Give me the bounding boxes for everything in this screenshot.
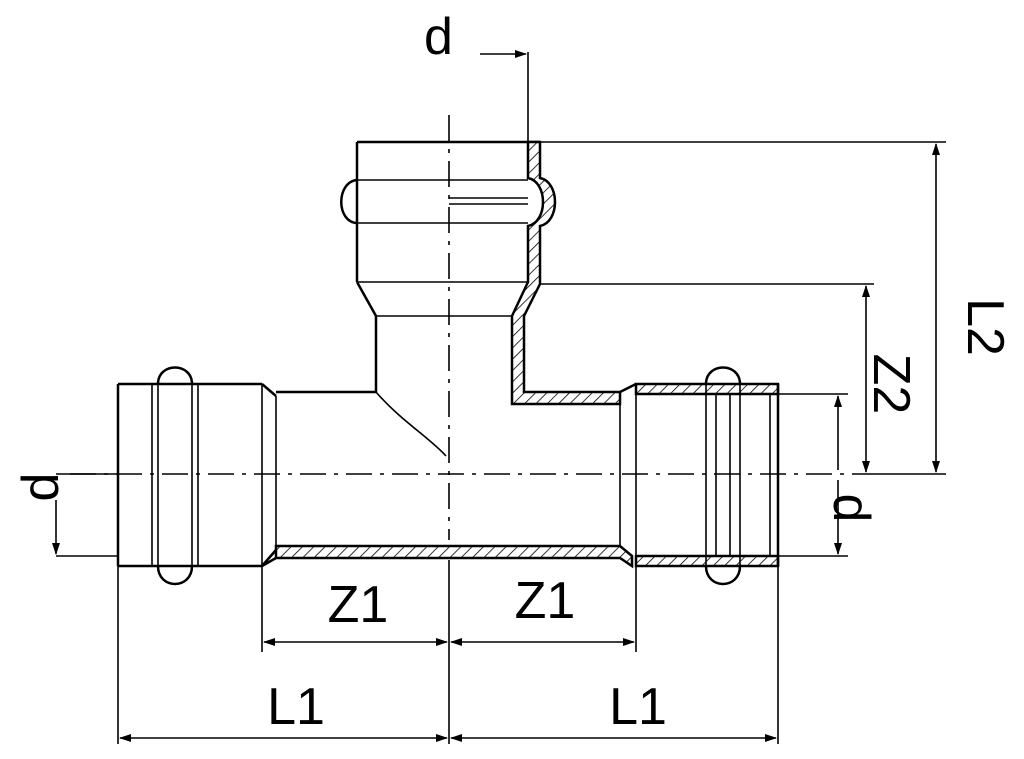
label-l1-right: L1 — [609, 678, 667, 736]
label-z1-left: Z1 — [328, 576, 389, 634]
right-top-wall — [634, 382, 780, 396]
label-l1-left: L1 — [267, 678, 325, 736]
label-z2: Z2 — [862, 354, 920, 415]
right-bottom-wall — [634, 554, 780, 568]
label-d-top: d — [424, 8, 453, 66]
main-run — [116, 366, 780, 586]
label-d-left: d — [12, 473, 70, 502]
label-l2: L2 — [956, 298, 1014, 356]
center-lines — [70, 115, 860, 540]
branch-wall — [510, 140, 622, 406]
top-branch — [340, 140, 622, 457]
dimensions — [52, 50, 946, 744]
label-z1-right: Z1 — [515, 572, 576, 630]
label-d-right: d — [822, 494, 880, 523]
bottom-wall — [274, 544, 634, 569]
dimension-labels: d d d L2 Z2 Z1 Z1 L1 L1 — [12, 8, 1014, 736]
